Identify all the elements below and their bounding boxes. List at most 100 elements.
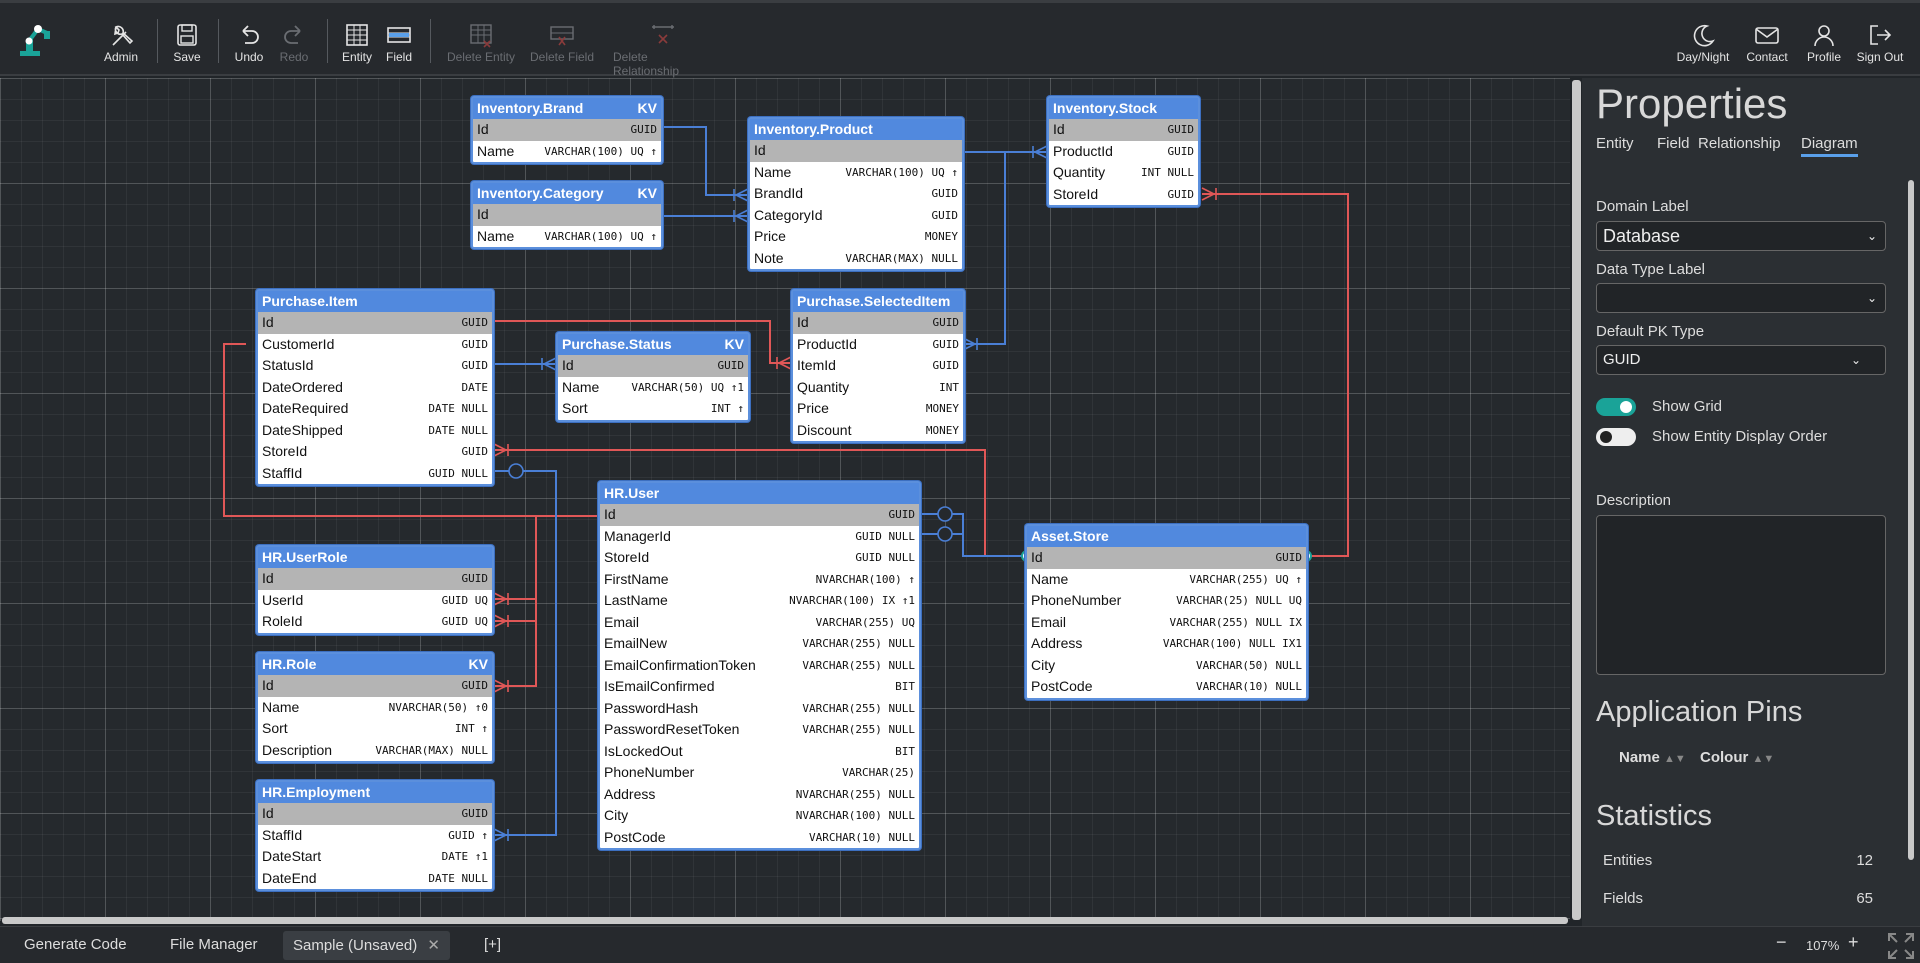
canvas-vertical-scrollbar[interactable] bbox=[1572, 80, 1581, 920]
relationship-line[interactable] bbox=[963, 152, 1006, 345]
entity-field[interactable]: Id bbox=[473, 204, 661, 226]
admin-button[interactable]: Admin bbox=[71, 21, 171, 64]
pins-name-header[interactable]: Name ▲▼ bbox=[1619, 749, 1686, 766]
redo-button[interactable]: Redo bbox=[244, 21, 344, 64]
entity-button[interactable]: Entity bbox=[307, 21, 407, 64]
tab-field[interactable]: Field bbox=[1657, 135, 1690, 152]
show-grid-toggle[interactable] bbox=[1596, 398, 1636, 416]
zoom-in-button[interactable]: + bbox=[1848, 932, 1859, 952]
tab-entity[interactable]: Entity bbox=[1596, 135, 1634, 152]
diagram-tab[interactable]: Sample (Unsaved) ✕ bbox=[283, 931, 450, 960]
entity-header[interactable]: HR.UserRole bbox=[258, 547, 492, 568]
contact-button[interactable]: Contact bbox=[1717, 21, 1817, 64]
zoom-out-button[interactable]: − bbox=[1776, 932, 1787, 952]
entity-header[interactable]: Inventory.Product bbox=[750, 119, 962, 140]
file-manager-tab[interactable]: File Manager bbox=[170, 936, 258, 953]
relationship-line[interactable] bbox=[663, 126, 748, 196]
canvas-horizontal-scrollbar[interactable] bbox=[2, 917, 1568, 924]
pk-type-select[interactable]: GUID⌄ bbox=[1596, 345, 1886, 375]
add-tab-button[interactable]: [+] bbox=[484, 936, 502, 953]
generate-code-tab[interactable]: Generate Code bbox=[24, 936, 127, 953]
field-button[interactable]: Field bbox=[349, 21, 449, 64]
datatype-select[interactable]: ⌄ bbox=[1596, 283, 1886, 313]
delete-entity-button[interactable]: Delete Entity bbox=[431, 21, 531, 64]
profile-button[interactable]: Profile bbox=[1774, 21, 1874, 64]
show-order-toggle[interactable] bbox=[1596, 428, 1636, 446]
entity-field[interactable]: Id bbox=[750, 140, 962, 162]
panel-scrollbar[interactable] bbox=[1908, 180, 1914, 860]
close-icon[interactable]: ✕ bbox=[427, 937, 440, 954]
tab-diagram[interactable]: Diagram bbox=[1801, 135, 1858, 157]
tab-relationship[interactable]: Relationship bbox=[1698, 135, 1781, 152]
entity-header[interactable]: Purchase.SelectedItem bbox=[793, 291, 963, 312]
relationship-line[interactable] bbox=[494, 470, 557, 836]
entity-header[interactable]: Asset.Store bbox=[1027, 526, 1306, 547]
day-night-button[interactable]: Day/Night bbox=[1653, 21, 1753, 64]
pins-colour-header[interactable]: Colour ▲▼ bbox=[1700, 749, 1774, 766]
relationship-line[interactable] bbox=[223, 343, 598, 517]
